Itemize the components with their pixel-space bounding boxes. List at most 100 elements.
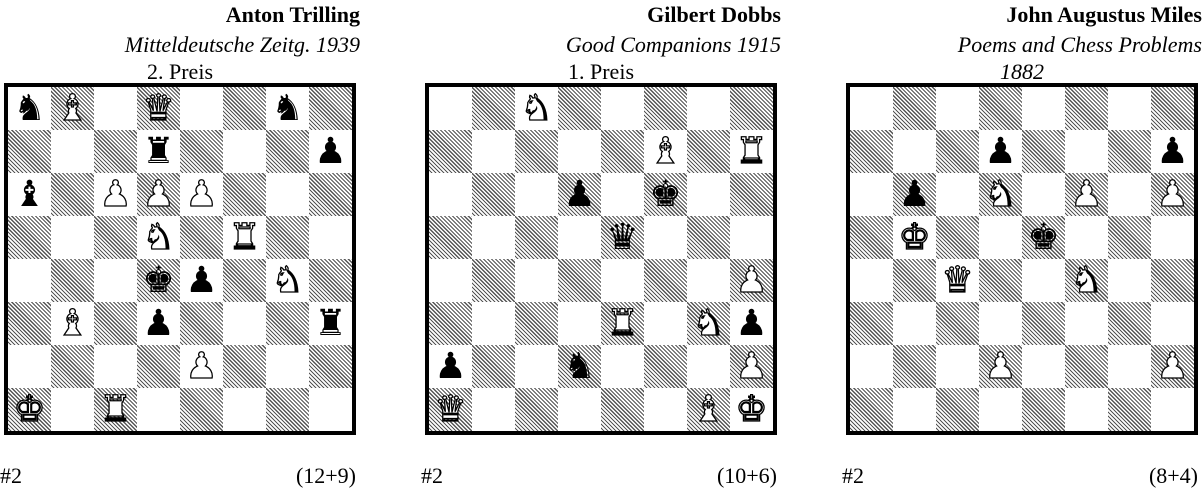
board-square-a3	[850, 302, 893, 345]
board-square-g4	[1108, 259, 1151, 302]
board-square-g3	[1108, 302, 1151, 345]
award: 2. Preis	[0, 59, 360, 85]
board-square-g5	[1108, 216, 1151, 259]
board-square-g2	[687, 345, 730, 388]
board-square-c7	[936, 130, 979, 173]
black-queen-icon: ♛	[601, 216, 644, 259]
board-square-d2	[137, 345, 180, 388]
author: Gilbert Dobbs	[647, 2, 781, 28]
board-square-b1	[472, 388, 515, 431]
white-king-icon: ♚	[8, 388, 51, 431]
board-square-h1	[1151, 388, 1194, 431]
board-square-h8	[309, 87, 352, 130]
board-square-c6	[515, 173, 558, 216]
board-square-e2	[1022, 345, 1065, 388]
board-square-f8	[644, 87, 687, 130]
white-bishop-icon: ♝	[51, 302, 94, 345]
board-square-b7	[472, 130, 515, 173]
board-square-e4	[601, 259, 644, 302]
board-square-g3	[266, 302, 309, 345]
board-square-f2	[644, 345, 687, 388]
board-square-h4	[1151, 259, 1194, 302]
board-square-e7	[601, 130, 644, 173]
author: John Augustus Miles	[1006, 2, 1202, 28]
white-pawn-icon: ♟	[1151, 345, 1194, 388]
board-square-h5	[309, 216, 352, 259]
board-square-g6	[266, 173, 309, 216]
board-square-e1	[1022, 388, 1065, 431]
board-square-a3	[429, 302, 472, 345]
board-square-g2	[1108, 345, 1151, 388]
board-square-b6	[472, 173, 515, 216]
black-pawn-icon: ♟	[893, 173, 936, 216]
board-square-d1	[558, 388, 601, 431]
board-square-d4	[979, 259, 1022, 302]
white-knight-icon: ♞	[515, 87, 558, 130]
chess-board: ♞♝♜♟♚♛♟♜♞♟♟♞♟♛♝♚	[425, 83, 777, 435]
board-square-g6	[1108, 173, 1151, 216]
board-square-g2	[266, 345, 309, 388]
board-square-b4	[51, 259, 94, 302]
board-square-a4	[850, 259, 893, 302]
black-pawn-icon: ♟	[137, 302, 180, 345]
board-square-f2	[1065, 345, 1108, 388]
board-square-d5	[979, 216, 1022, 259]
award: 1. Preis	[421, 59, 781, 85]
board-square-c2	[515, 345, 558, 388]
black-pawn-icon: ♟	[1151, 130, 1194, 173]
board-square-e1	[601, 388, 644, 431]
problem-1: Anton Trilling Mitteldeutsche Zeitg. 193…	[0, 0, 360, 497]
board-square-d1	[137, 388, 180, 431]
board-square-c3	[94, 302, 137, 345]
board-square-c2	[936, 345, 979, 388]
board-square-f4	[223, 259, 266, 302]
board-square-g8	[1108, 87, 1151, 130]
white-pawn-icon: ♟	[180, 173, 223, 216]
board-square-c5	[94, 216, 137, 259]
board-square-h4	[309, 259, 352, 302]
board-square-a2	[8, 345, 51, 388]
board-square-f1	[1065, 388, 1108, 431]
board-square-f4	[644, 259, 687, 302]
black-king-icon: ♚	[1022, 216, 1065, 259]
black-pawn-icon: ♟	[558, 173, 601, 216]
board-square-f1	[223, 388, 266, 431]
board-square-e5	[180, 216, 223, 259]
board-square-e8	[601, 87, 644, 130]
board-square-h8	[730, 87, 773, 130]
black-king-icon: ♚	[644, 173, 687, 216]
board-square-b8	[893, 87, 936, 130]
board-square-c7	[94, 130, 137, 173]
board-square-a5	[429, 216, 472, 259]
board-square-b3	[472, 302, 515, 345]
board-square-e3	[180, 302, 223, 345]
white-queen-icon: ♛	[936, 259, 979, 302]
black-rook-icon: ♜	[137, 130, 180, 173]
board-square-c3	[515, 302, 558, 345]
white-king-icon: ♚	[893, 216, 936, 259]
board-square-e2	[601, 345, 644, 388]
board-square-h8	[1151, 87, 1194, 130]
source: Mitteldeutsche Zeitg. 1939	[125, 32, 360, 58]
piece-count: (12+9)	[296, 463, 356, 489]
white-knight-icon: ♞	[979, 173, 1022, 216]
board-square-b4	[893, 259, 936, 302]
white-pawn-icon: ♟	[137, 173, 180, 216]
board-square-g4	[687, 259, 730, 302]
black-knight-icon: ♞	[266, 87, 309, 130]
black-pawn-icon: ♟	[979, 130, 1022, 173]
board-square-h6	[730, 173, 773, 216]
white-rook-icon: ♜	[223, 216, 266, 259]
board-square-g1	[266, 388, 309, 431]
board-square-c3	[936, 302, 979, 345]
board-square-h5	[1151, 216, 1194, 259]
board-square-g1	[1108, 388, 1151, 431]
black-pawn-icon: ♟	[180, 259, 223, 302]
board-square-f7	[223, 130, 266, 173]
white-king-icon: ♚	[730, 388, 773, 431]
board-square-g7	[1108, 130, 1151, 173]
black-pawn-icon: ♟	[730, 302, 773, 345]
board-square-a4	[429, 259, 472, 302]
white-pawn-icon: ♟	[94, 173, 137, 216]
board-square-a5	[850, 216, 893, 259]
